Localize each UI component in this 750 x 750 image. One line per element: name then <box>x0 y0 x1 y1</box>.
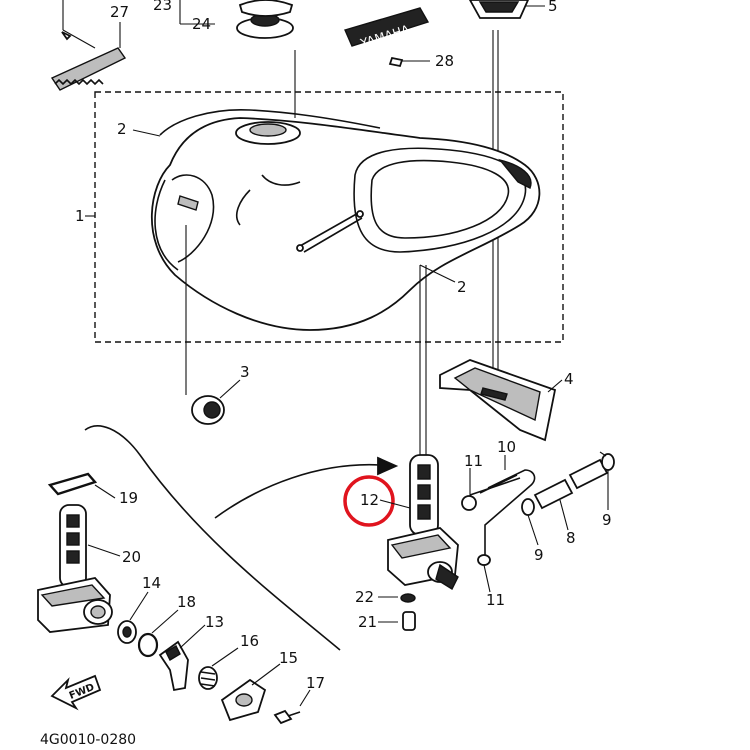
lever-13 <box>158 624 206 692</box>
screw-17 <box>273 689 311 725</box>
clip-9-and-hose-8 <box>521 451 615 546</box>
forward-arrow: FWD <box>50 674 102 711</box>
callout-18: 18 <box>177 593 196 611</box>
callout-10: 10 <box>497 438 516 456</box>
callout-24: 24 <box>192 15 211 33</box>
callout-20: 20 <box>122 548 141 566</box>
kit-boundary <box>84 425 341 651</box>
fuel-cock-20 <box>37 504 121 633</box>
callout-13: 13 <box>205 613 224 631</box>
callout-22: 22 <box>355 588 374 606</box>
callout-28: 28 <box>435 52 454 70</box>
cap-24 <box>179 0 294 39</box>
clip-11-lower <box>477 554 491 593</box>
reference-arrow <box>214 463 381 519</box>
callout-17: 17 <box>306 674 325 692</box>
washer-22-screw-21 <box>378 593 416 631</box>
fuel-tank-2 <box>150 109 541 331</box>
spring-16 <box>198 647 239 690</box>
pad-4 <box>439 359 563 442</box>
callout-8: 8 <box>566 529 576 547</box>
callout-5: 5 <box>548 0 558 15</box>
callout-12: 12 <box>360 491 379 509</box>
pad-5 <box>468 0 545 19</box>
callout-16: 16 <box>240 632 259 650</box>
o-ring-18 <box>137 609 179 658</box>
callout-1: 1 <box>75 207 85 225</box>
drawing-code: 4G0010-0280 <box>40 732 136 748</box>
callout-2-upper: 2 <box>117 120 127 138</box>
callout-14: 14 <box>142 574 161 592</box>
callout-19: 19 <box>119 489 138 507</box>
clip-11-upper <box>461 468 477 511</box>
damper-3 <box>185 225 241 425</box>
washer-14 <box>117 591 149 644</box>
callout-11-upper: 11 <box>464 452 483 470</box>
callout-9-right: 9 <box>602 511 612 529</box>
callout-27: 27 <box>110 3 129 21</box>
callout-11-lower: 11 <box>486 591 505 609</box>
bracket-27 <box>50 0 127 91</box>
tank-assembly-box <box>94 91 564 343</box>
emblem: YAMAHA <box>344 7 430 68</box>
callout-21: 21 <box>358 613 377 631</box>
callout-9-left: 9 <box>534 546 544 564</box>
callout-4: 4 <box>564 370 574 388</box>
highlight-circle <box>343 475 395 527</box>
callout-15: 15 <box>279 649 298 667</box>
callout-3: 3 <box>240 363 250 381</box>
fuel-cock-12 <box>387 454 536 591</box>
callout-23: 23 <box>153 0 172 14</box>
plate-15 <box>220 663 281 722</box>
callout-2-lower: 2 <box>457 278 467 296</box>
gasket-19 <box>47 472 116 499</box>
